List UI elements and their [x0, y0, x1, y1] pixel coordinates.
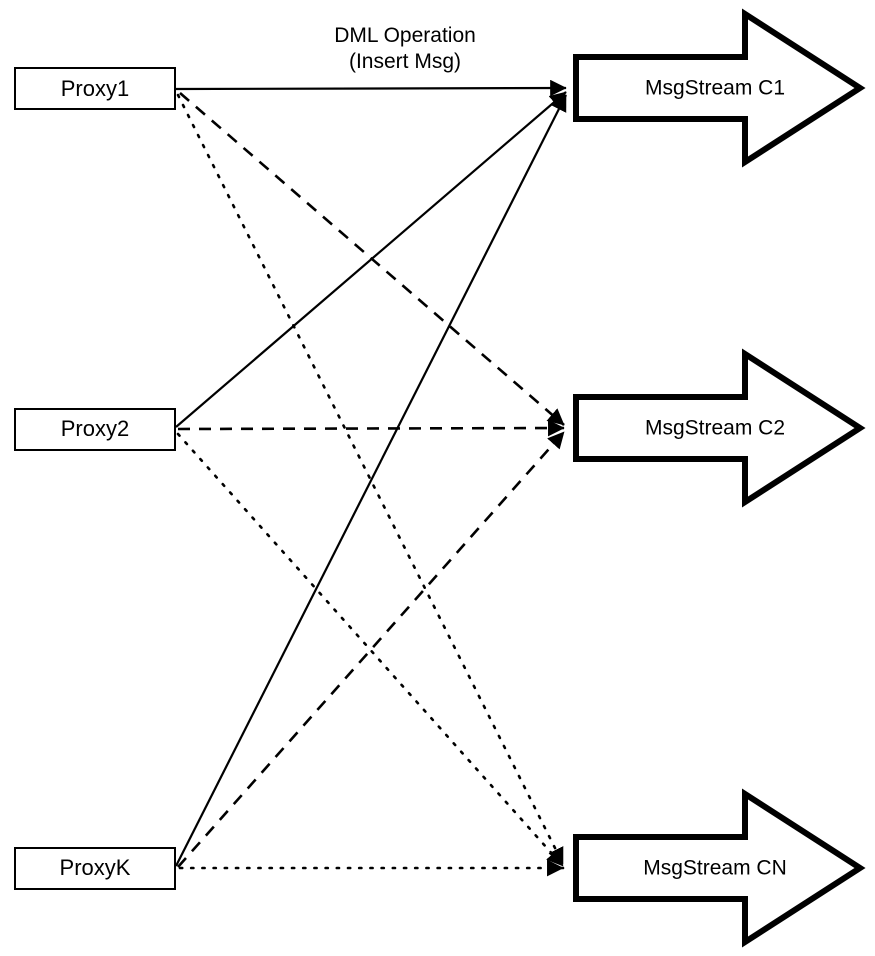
- msgstream-c2-shape[interactable]: [573, 348, 866, 508]
- node-proxy1[interactable]: Proxy1: [14, 67, 176, 110]
- proxy1-box[interactable]: [14, 67, 176, 110]
- proxy1-label: Proxy1: [61, 76, 129, 101]
- msgstream-cn-shape[interactable]: [573, 788, 866, 948]
- node-proxy2[interactable]: Proxy2: [14, 408, 176, 451]
- proxy2-label: Proxy2: [61, 416, 129, 441]
- edge-proxyk-to-msgstream-c1: [175, 94, 567, 867]
- msgstream-c1-shape[interactable]: [573, 8, 866, 168]
- edge-proxy2-to-msgstream-cn: [176, 432, 565, 868]
- proxy2-box[interactable]: [14, 408, 176, 451]
- node-msgstream-c2[interactable]: MsgStream C2: [573, 348, 866, 508]
- proxyk-box[interactable]: [14, 847, 176, 890]
- edge-proxyk-to-msgstream-c2: [177, 431, 565, 868]
- dml-operation-caption: DML Operation (Insert Msg): [334, 24, 476, 73]
- node-msgstream-c1[interactable]: MsgStream C1: [573, 8, 866, 168]
- msgstream-c2-label: MsgStream C2: [645, 417, 785, 440]
- edge-proxy2-to-msgstream-c1: [175, 91, 567, 428]
- caption-line-2: (Insert Msg): [349, 50, 461, 73]
- edge-proxy1-to-msgstream-cn: [176, 93, 565, 866]
- edge-proxy1-to-msgstream-c1: [175, 79, 567, 97]
- edge-proxy2-to-msgstream-c2: [177, 419, 565, 437]
- node-msgstream-cn[interactable]: MsgStream CN: [573, 788, 866, 948]
- caption-line-1: DML Operation: [334, 24, 476, 47]
- node-proxyk[interactable]: ProxyK: [14, 847, 176, 890]
- proxyk-label: ProxyK: [60, 855, 131, 880]
- msgstream-cn-label: MsgStream CN: [643, 857, 787, 880]
- msgstream-c1-label: MsgStream C1: [645, 77, 785, 100]
